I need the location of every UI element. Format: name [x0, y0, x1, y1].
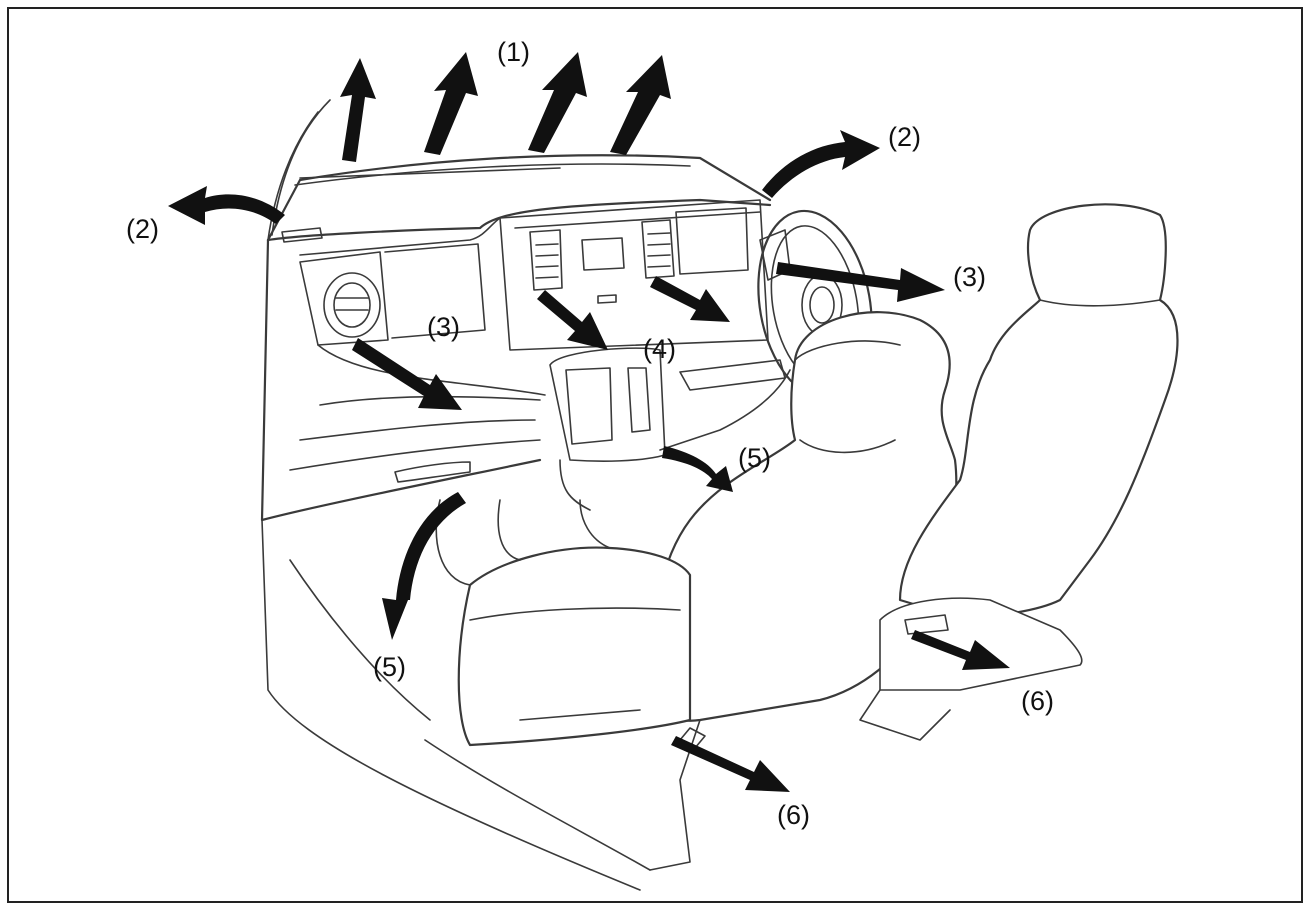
foot-arrow-lower — [382, 492, 466, 640]
callout-5-lower: (5) — [373, 652, 406, 682]
callout-6-rear: (6) — [1021, 686, 1054, 716]
side-vent-arrows — [352, 262, 945, 410]
side-defroster-arrows — [168, 130, 880, 225]
center-vent-arrows — [537, 276, 730, 350]
dashboard — [260, 154, 772, 522]
defroster-arrow-2 — [424, 52, 478, 155]
floor-lines — [261, 499, 641, 891]
rear-foot-arrow-rear — [911, 630, 1010, 670]
foot-arrows — [382, 446, 733, 640]
defroster-arrow-4 — [610, 55, 671, 155]
callout-1: (1) — [497, 37, 530, 67]
rear-seat — [859, 203, 1179, 741]
rear-foot-arrows — [671, 630, 1010, 792]
rear-foot-arrow-front — [671, 736, 790, 792]
callout-6-front: (6) — [777, 800, 810, 830]
side-defroster-arrow-right — [762, 130, 880, 198]
center-vent-right — [641, 219, 675, 279]
foot-arrow-center — [662, 446, 733, 492]
callout-2-right: (2) — [888, 122, 921, 152]
callouts: (1) (2) (2) (3) (3) (4) (5) (5) (6) (6) — [126, 37, 1054, 830]
left-side-vent — [323, 272, 381, 338]
defroster-arrows — [340, 52, 671, 162]
callout-3-right: (3) — [953, 262, 986, 292]
side-vent-arrow-left — [352, 338, 462, 410]
center-vent-left — [529, 229, 563, 291]
callout-5-center: (5) — [738, 443, 771, 473]
front-seat — [424, 311, 958, 871]
defroster-arrow-3 — [528, 52, 587, 153]
side-vent-arrow-right — [776, 262, 945, 302]
defroster-arrow-1 — [340, 58, 376, 162]
center-vent-arrow-left — [537, 290, 608, 350]
side-defroster-arrow-left — [168, 186, 285, 225]
center-vent-arrow-right — [650, 276, 730, 322]
callout-2-left: (2) — [126, 214, 159, 244]
center-stack — [499, 199, 791, 511]
callout-3-left: (3) — [427, 312, 460, 342]
callout-4: (4) — [643, 334, 676, 364]
